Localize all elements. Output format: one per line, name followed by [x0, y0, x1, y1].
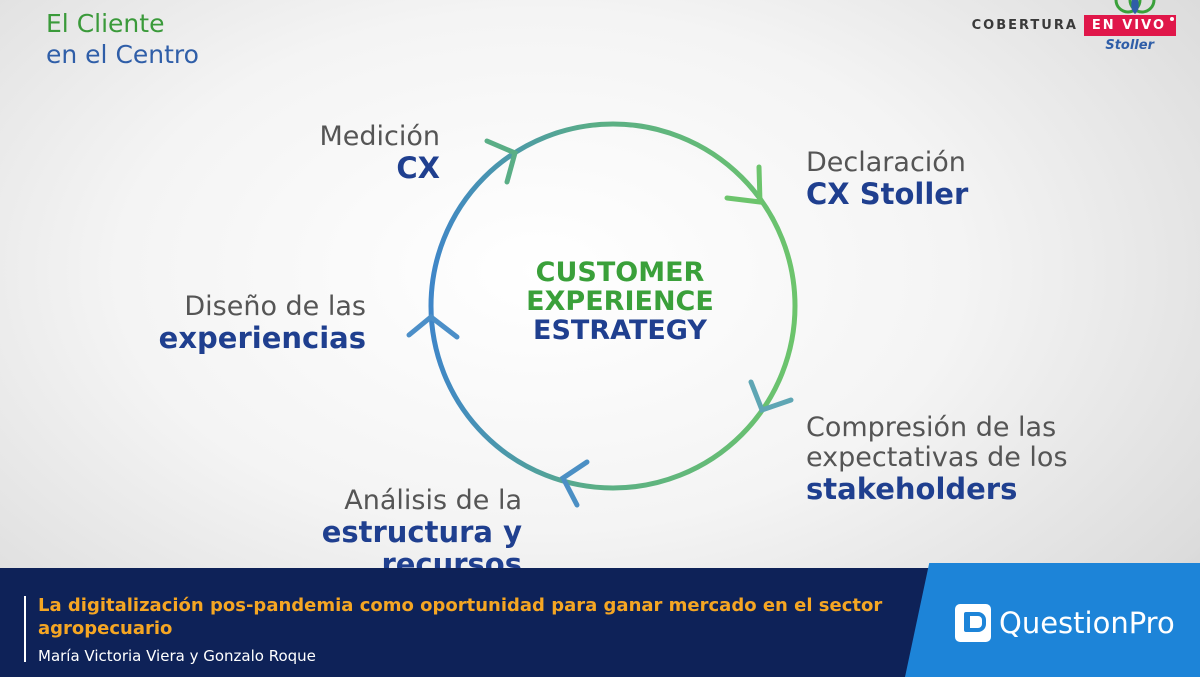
step-diseno: Diseño de las experiencias: [110, 291, 366, 355]
cobertura-label: COBERTURA: [971, 17, 1078, 33]
stoller-logo-text: Stoller: [1105, 38, 1154, 53]
step-compresion: Compresión de las expectativas de los st…: [806, 412, 1096, 506]
step-medicion: Medición CX: [260, 121, 440, 185]
live-dot-icon: [1170, 16, 1174, 21]
cycle-arrow-right-lower: [748, 379, 794, 414]
questionpro-logo-text: QuestionPro: [999, 606, 1175, 640]
banner-title: La digitalización pos-pandemia como opor…: [38, 595, 883, 639]
step-declaracion-bold: CX Stoller: [806, 177, 969, 211]
corner-title-line2: en el Centro: [46, 40, 199, 69]
diagram-center: CUSTOMER EXPERIENCE ESTRATEGY: [490, 258, 750, 345]
cycle-arrow-right-upper: [724, 164, 763, 205]
step-diseno-bold: experiencias: [158, 321, 366, 355]
stoller-logo-icon: [1114, 0, 1156, 14]
step-medicion-light: Medición: [319, 121, 440, 152]
cycle-arrow-bottom: [559, 459, 590, 508]
corner-title: El Cliente en el Centro: [46, 8, 199, 70]
cycle-ring: [428, 121, 798, 491]
step-analisis: Análisis de la estructura y recursos: [300, 485, 522, 581]
step-compresion-light: Compresión de las expectativas de los: [806, 412, 1068, 473]
step-medicion-bold: CX: [396, 151, 440, 185]
step-declaracion: Declaración CX Stoller: [806, 147, 969, 211]
step-compresion-bold: stakeholders: [806, 472, 1018, 506]
questionpro-logo: QuestionPro: [955, 604, 1175, 642]
cycle-arrow-left: [406, 313, 460, 340]
step-analisis-light: Análisis de la: [344, 485, 522, 516]
banner-divider: [24, 596, 26, 662]
cycle-arrow-top: [484, 138, 518, 185]
center-line3: ESTRATEGY: [533, 315, 707, 346]
step-diseno-light: Diseño de las: [184, 291, 366, 322]
corner-title-line1: El Cliente: [46, 9, 165, 38]
live-coverage-tag: COBERTURA EN VIVO: [972, 0, 1176, 50]
en-vivo-badge: EN VIVO: [1083, 14, 1176, 36]
center-line2: EXPERIENCE: [526, 286, 714, 317]
center-line1: CUSTOMER: [535, 257, 705, 288]
questionpro-p-icon: [955, 604, 991, 642]
en-vivo-text: EN VIVO: [1091, 17, 1166, 33]
step-declaracion-light: Declaración: [806, 147, 966, 178]
banner-speakers: María Victoria Viera y Gonzalo Roque: [38, 647, 316, 665]
